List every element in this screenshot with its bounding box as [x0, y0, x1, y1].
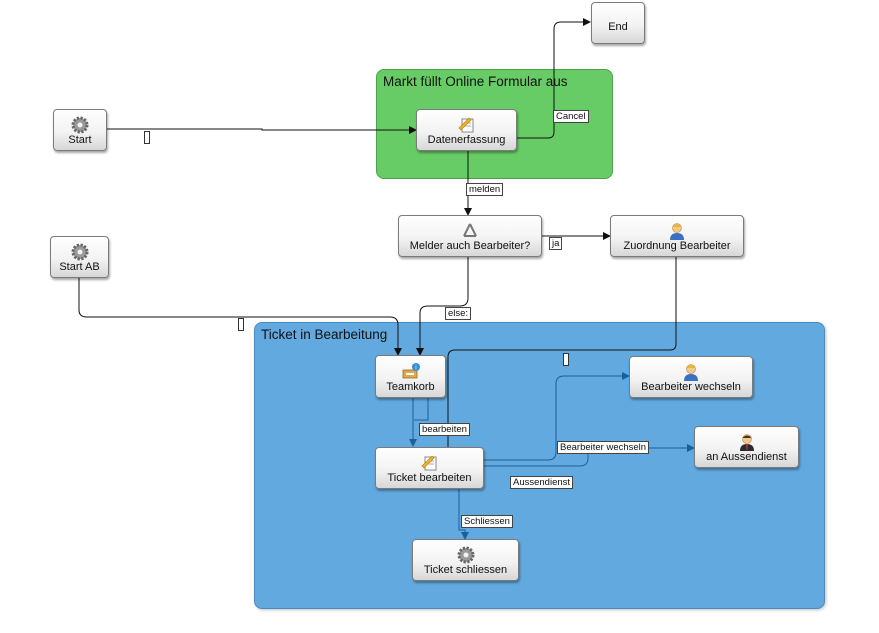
- node-start[interactable]: Start: [53, 109, 107, 151]
- user-icon: [684, 364, 698, 381]
- edge-label-cancel: Cancel: [553, 110, 589, 123]
- user-suit-icon: [739, 434, 754, 451]
- edge-melder-teamkorb: [416, 256, 469, 356]
- edge-startab-teamkorb: [78, 278, 402, 356]
- node-end-label: End: [608, 21, 628, 34]
- node-aussendienst-label: an Aussendienst: [706, 451, 787, 463]
- edge-label-bearbeiter-wechseln: Bearbeiter wechseln: [557, 441, 650, 454]
- edge-ticket-schliessen: [458, 489, 469, 540]
- edge-label-melden: melden: [466, 183, 504, 196]
- node-ticket-schliessen-label: Ticket schliessen: [423, 564, 508, 576]
- decision-icon: [463, 223, 477, 237]
- node-bearbeiter-wechseln[interactable]: Bearbeiter wechseln: [629, 356, 753, 398]
- edge-marker: [563, 353, 569, 366]
- edge-label-else: else:: [445, 307, 472, 320]
- edge-ticket-aussendienst: [484, 444, 695, 467]
- lane-markt-title: Markt füllt Online Formular aus: [383, 74, 568, 89]
- svg-text:i: i: [415, 365, 417, 372]
- node-zuordnung-label: Zuordnung Bearbeiter: [623, 240, 731, 252]
- edge-marker: [144, 131, 150, 144]
- lane-markt: Markt füllt Online Formular aus: [376, 69, 613, 179]
- edge-zuordnung-ticket: [447, 257, 677, 447]
- node-aussendienst[interactable]: an Aussendienst: [694, 426, 799, 468]
- node-start-label: Start: [68, 134, 92, 146]
- gear-icon: [71, 116, 89, 134]
- node-end[interactable]: End: [591, 2, 645, 44]
- node-teamkorb-label: Teamkorb: [386, 381, 435, 393]
- inbox-icon: i: [402, 363, 420, 379]
- lane-ticket-title: Ticket in Bearbeitung: [261, 327, 388, 342]
- node-bearbeiter-wechseln-label: Bearbeiter wechseln: [641, 381, 741, 393]
- edge-label-bearbeiten: bearbeiten: [419, 423, 470, 436]
- edge-ticket-wechseln: [484, 372, 630, 461]
- node-datenerfassung-label: Datenerfassung: [427, 134, 506, 146]
- user-icon: [670, 223, 684, 240]
- edge-label-aussendienst: Aussendienst: [510, 476, 574, 489]
- edge-label-ja: ja: [549, 237, 563, 250]
- node-start-ab[interactable]: Start AB: [50, 236, 109, 278]
- node-melder[interactable]: Melder auch Bearbeiter?: [398, 215, 542, 257]
- node-teamkorb[interactable]: i Teamkorb: [375, 355, 446, 398]
- form-edit-icon: [421, 455, 436, 471]
- edge-label-schliessen: Schliessen: [461, 515, 513, 528]
- gear-icon: [71, 243, 88, 261]
- edge-marker: [238, 318, 244, 331]
- node-ticket-schliessen[interactable]: Ticket schliessen: [412, 539, 519, 581]
- edge-teamkorb-ticket-2: [414, 398, 429, 421]
- form-edit-icon: [458, 117, 473, 133]
- node-datenerfassung[interactable]: Datenerfassung: [416, 109, 517, 151]
- node-ticket-bearbeiten[interactable]: Ticket bearbeiten: [375, 447, 484, 489]
- node-zuordnung[interactable]: Zuordnung Bearbeiter: [610, 215, 744, 257]
- node-melder-label: Melder auch Bearbeiter?: [409, 240, 531, 252]
- node-start-ab-label: Start AB: [59, 261, 100, 273]
- edge-datenerfassung-end: [516, 18, 591, 139]
- gear-icon: [457, 546, 474, 564]
- edge-start-datenerfassung: [106, 126, 417, 134]
- node-ticket-bearbeiten-label: Ticket bearbeiten: [387, 472, 472, 484]
